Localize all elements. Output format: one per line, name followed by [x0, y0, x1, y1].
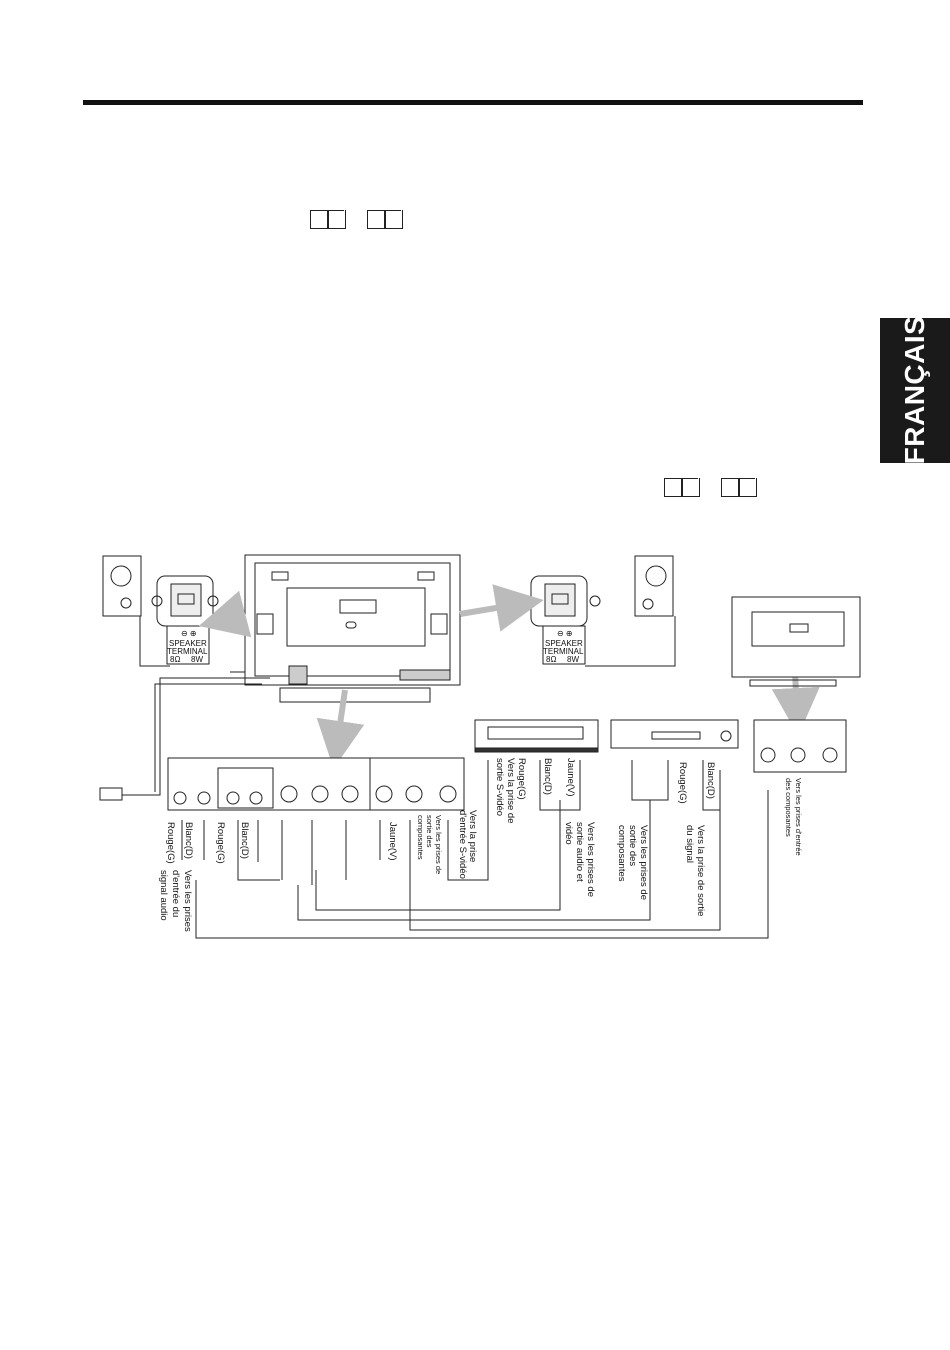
label-rouge-g2: Rouge(G)	[215, 822, 226, 864]
language-tab: FRANÇAIS	[880, 315, 950, 465]
small-tv-rear-icon	[731, 596, 861, 687]
connection-diagram: ⊖ ⊕ SPEAKER TERMINAL 8Ω 8W ⊖	[99, 554, 861, 939]
label-vcr-svideo-1: Vers la prise de	[505, 758, 516, 823]
left-speaker-icon	[102, 555, 142, 617]
tv-input-panel-icon	[167, 757, 465, 811]
label-comp-out-1: Vers les prises de	[434, 815, 443, 874]
label-jaune-v1: Jaune(V)	[387, 822, 398, 861]
label-group-component-in: Vers les prises d'entrée des composantes	[784, 778, 803, 856]
label-group-vcr: Vers la prise de sortie S-vidéo Rouge(G)…	[494, 758, 596, 897]
label-comp-out-3: composantes	[416, 815, 425, 860]
label-vcr-av-3: vidéo	[563, 822, 574, 845]
label-dvd-comp-2: sortie des	[627, 825, 638, 866]
right-speaker-terminal-icon	[530, 575, 601, 665]
svg-text:⊖ ⊕: ⊖ ⊕	[557, 629, 573, 638]
page-ref-book-icon-4	[721, 478, 757, 497]
label-dvd-blanc: Blanc(D)	[705, 762, 716, 799]
label-group-tv-inputs: Rouge(G) Blanc(D) Rouge(G) Blanc(D) Jaun…	[158, 810, 478, 932]
page-ref-book-icon-1	[310, 210, 346, 229]
right-speaker-rating-ohm: 8Ω	[546, 655, 556, 664]
left-speaker-subtitle: TERMINAL	[167, 647, 208, 656]
label-comp-out-2: sortie des	[425, 815, 434, 848]
label-vcr-svideo-2: sortie S-vidéo	[494, 758, 505, 816]
label-vcr-rouge: Rouge(G)	[516, 758, 527, 800]
header-rule	[83, 100, 863, 105]
label-dvd-comp-3: composantes	[616, 825, 627, 882]
page-ref-book-icon-3	[664, 478, 700, 497]
right-speaker-title: SPEAKER	[545, 639, 583, 648]
label-blanc-d2: Blanc(D)	[239, 822, 250, 859]
component-input-panel-icon	[753, 719, 847, 773]
language-tab-label: FRANÇAIS	[899, 315, 930, 465]
label-vcr-jaune: Jaune(V)	[565, 758, 576, 797]
label-vcr-av-2: sortie audio et	[574, 822, 585, 882]
label-vcr-av-1: Vers les prises de	[585, 822, 596, 897]
label-group-dvd: Vers les prises de sortie des composante…	[616, 762, 716, 916]
right-speaker-rating-watt: 8W	[567, 655, 579, 664]
label-vcr-blanc: Blanc(D)	[542, 758, 553, 795]
right-speaker-subtitle: TERMINAL	[543, 647, 584, 656]
dvd-player-icon	[610, 719, 739, 749]
label-dvd-sig-2: du signal	[684, 825, 695, 863]
label-comp-in-2: des composantes	[784, 778, 793, 837]
tv-rear-panel-icon	[244, 554, 461, 703]
left-speaker-rating-ohm: 8Ω	[170, 655, 180, 664]
label-blanc-d1: Blanc(D)	[183, 822, 194, 859]
label-dvd-rouge: Rouge(G)	[677, 762, 688, 804]
label-audio-in-3: signal audio	[158, 870, 169, 921]
label-dvd-sig-1: Vers la prise de sortie	[695, 825, 706, 916]
left-speaker-title: SPEAKER	[169, 639, 207, 648]
label-audio-in-1: Vers les prises	[182, 870, 193, 932]
label-comp-in-1: Vers les prises d'entrée	[794, 778, 803, 856]
label-rouge-g1: Rouge(G)	[165, 822, 176, 864]
label-svideo-in-2: d'entrée S-vidéo	[457, 810, 468, 879]
page-ref-book-icon-2	[367, 210, 403, 229]
left-speaker-rating-watt: 8W	[191, 655, 203, 664]
right-speaker-icon	[634, 555, 674, 617]
label-audio-in-2: d'entrée du	[170, 870, 181, 917]
vcr-device-icon	[474, 719, 599, 753]
label-svideo-in-1: Vers la prise	[467, 810, 478, 862]
svg-text:⊖ ⊕: ⊖ ⊕	[181, 629, 197, 638]
label-dvd-comp-1: Vers les prises de	[638, 825, 649, 900]
